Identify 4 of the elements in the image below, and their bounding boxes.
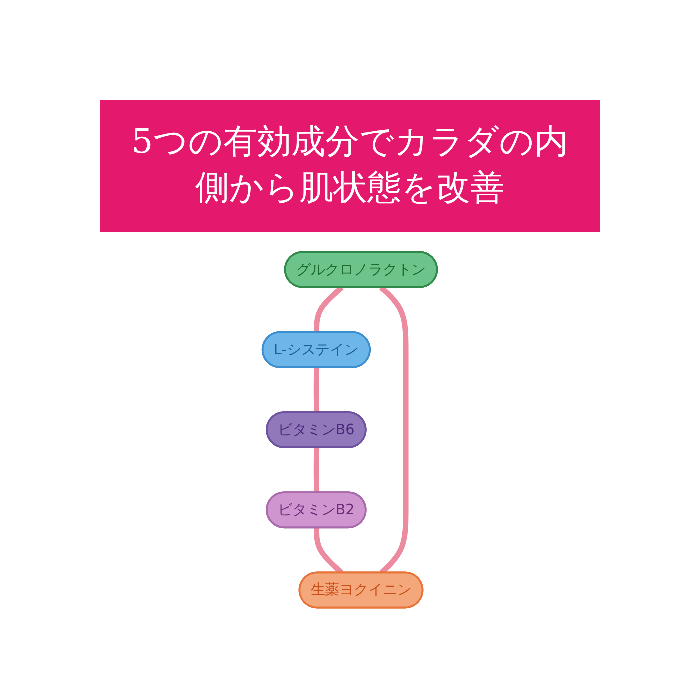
title: 5つの有効成分でカラダの内側から肌状態を改善	[130, 121, 570, 210]
connector	[314, 368, 320, 413]
connector	[314, 448, 320, 494]
connector	[314, 286, 344, 333]
